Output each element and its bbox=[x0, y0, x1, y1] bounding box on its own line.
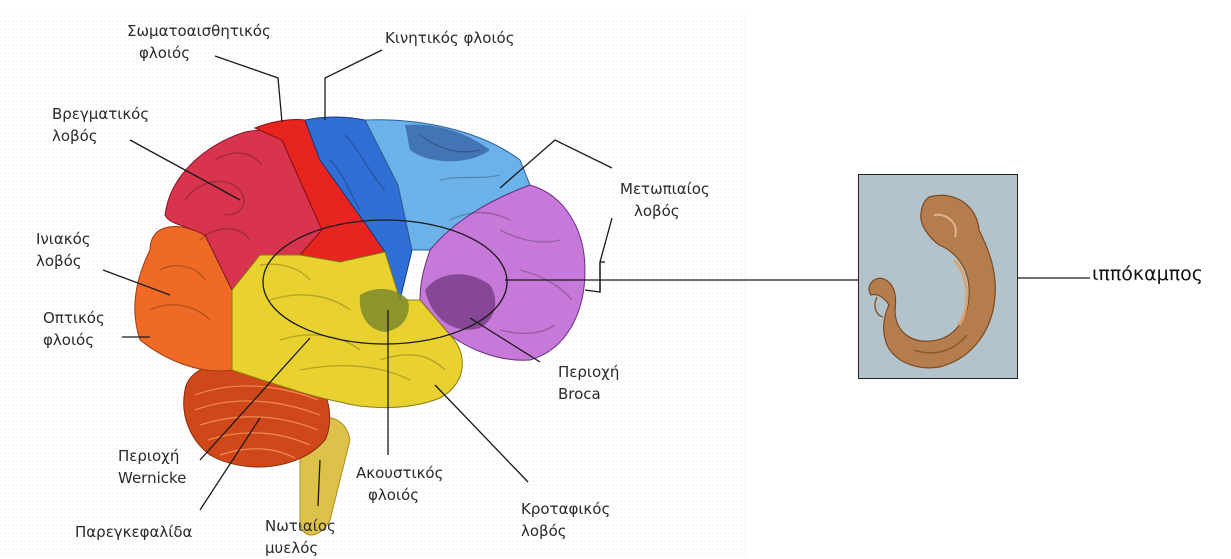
label-somatosensory-cortex: Σωματοαισθητικός φλοιός bbox=[127, 20, 271, 64]
label-line: Σωματοαισθητικός bbox=[127, 20, 271, 42]
label-line: Broca bbox=[558, 383, 619, 405]
label-line: Μετωπιαίος bbox=[620, 178, 710, 200]
label-line: Περιοχή bbox=[118, 445, 186, 467]
label-line: Οπτικός bbox=[43, 307, 105, 329]
label-line: Νωτιαίος bbox=[265, 515, 336, 537]
label-line: Κινητικός φλοιός bbox=[385, 27, 515, 49]
label-line: λοβός bbox=[620, 200, 710, 222]
label-visual-cortex: Οπτικός φλοιός bbox=[43, 307, 105, 351]
label-parietal-lobe: Βρεγματικός λοβός bbox=[52, 103, 149, 147]
label-line: λοβός bbox=[36, 250, 91, 272]
label-line: λοβός bbox=[52, 125, 149, 147]
label-line: φλοιός bbox=[127, 42, 271, 64]
label-line: Βρεγματικός bbox=[52, 103, 149, 125]
label-line: Παρεγκεφαλίδα bbox=[75, 521, 192, 543]
label-occipital-lobe: Ινιακός λοβός bbox=[36, 228, 91, 272]
label-line: φλοιός bbox=[356, 484, 443, 506]
label-auditory-cortex: Ακουστικός φλοιός bbox=[356, 462, 443, 506]
label-cerebellum: Παρεγκεφαλίδα bbox=[75, 521, 192, 543]
label-line: Ινιακός bbox=[36, 228, 91, 250]
label-frontal-lobe: Μετωπιαίος λοβός bbox=[620, 178, 710, 222]
label-line: μυελός bbox=[265, 537, 336, 559]
label-broca-area: Περιοχή Broca bbox=[558, 361, 619, 405]
label-line: Περιοχή bbox=[558, 361, 619, 383]
label-line: λοβός bbox=[521, 520, 610, 542]
label-spinal-cord: Νωτιαίος μυελός bbox=[265, 515, 336, 559]
label-temporal-lobe: Κροταφικός λοβός bbox=[521, 498, 610, 542]
label-line: Wernicke bbox=[118, 467, 186, 489]
label-line: φλοιός bbox=[43, 329, 105, 351]
hippocampus-photo bbox=[858, 174, 1018, 379]
hippocampus-image bbox=[859, 175, 1018, 379]
label-line: Κροταφικός bbox=[521, 498, 610, 520]
label-hippocampus: ιππόκαμπος bbox=[1092, 263, 1203, 285]
label-motor-cortex: Κινητικός φλοιός bbox=[385, 27, 515, 49]
label-wernicke-area: Περιοχή Wernicke bbox=[118, 445, 186, 489]
label-line: Ακουστικός bbox=[356, 462, 443, 484]
